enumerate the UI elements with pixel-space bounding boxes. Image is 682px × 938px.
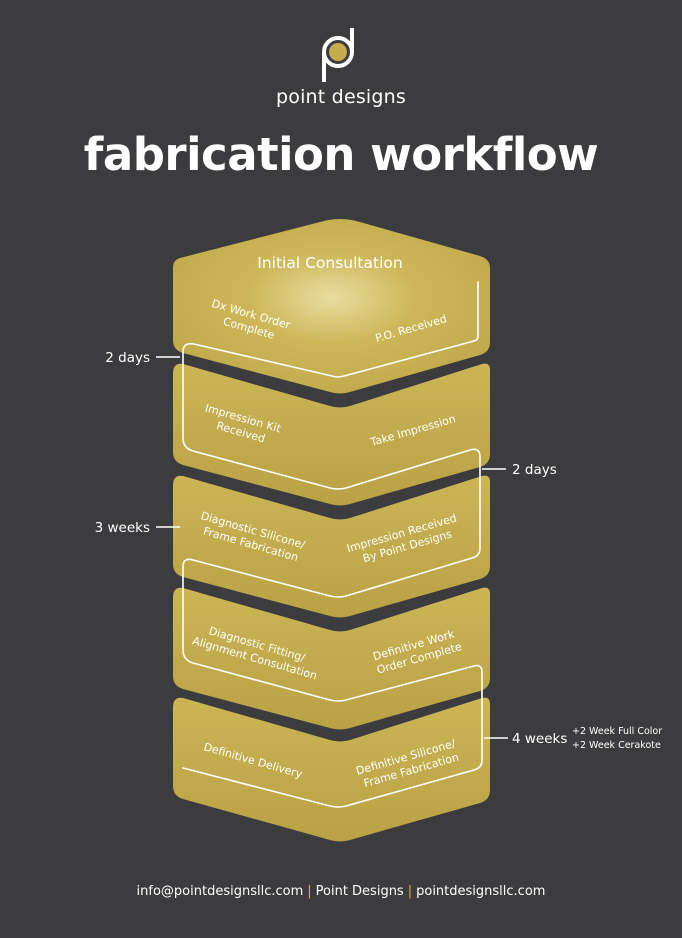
workflow-layer-2: [173, 363, 490, 506]
footer-company: Point Designs: [315, 884, 404, 899]
flow-path: [182, 281, 483, 808]
workflow-layer-5: [173, 697, 490, 842]
footer-separator: |: [307, 884, 312, 899]
page-title: fabrication workflow: [83, 128, 599, 181]
duration-note-2: +2 Week Cerakote: [572, 740, 661, 751]
duration-label-4: 4 weeks: [512, 731, 567, 747]
duration-label-2: 2 days: [512, 462, 557, 478]
brand-name: point designs: [275, 86, 407, 108]
footer-website-link[interactable]: pointdesignsllc.com: [416, 884, 546, 899]
duration-label-1: 2 days: [105, 350, 150, 366]
footer-separator: |: [407, 884, 413, 899]
logo-icon: [322, 28, 354, 82]
layer-1-top-label: Initial Consultation: [257, 254, 402, 272]
workflow-layer-4: [173, 587, 490, 730]
duration-note-1: +2 Week Full Color: [572, 726, 662, 737]
footer-email-link[interactable]: info@pointdesignsllc.com: [136, 884, 304, 899]
workflow-layer-3: [173, 475, 490, 618]
duration-label-3: 3 weeks: [95, 520, 150, 536]
footer: info@pointdesignsllc.com|Point Designs|p…: [0, 884, 682, 899]
workflow-layer-1: [173, 219, 490, 394]
